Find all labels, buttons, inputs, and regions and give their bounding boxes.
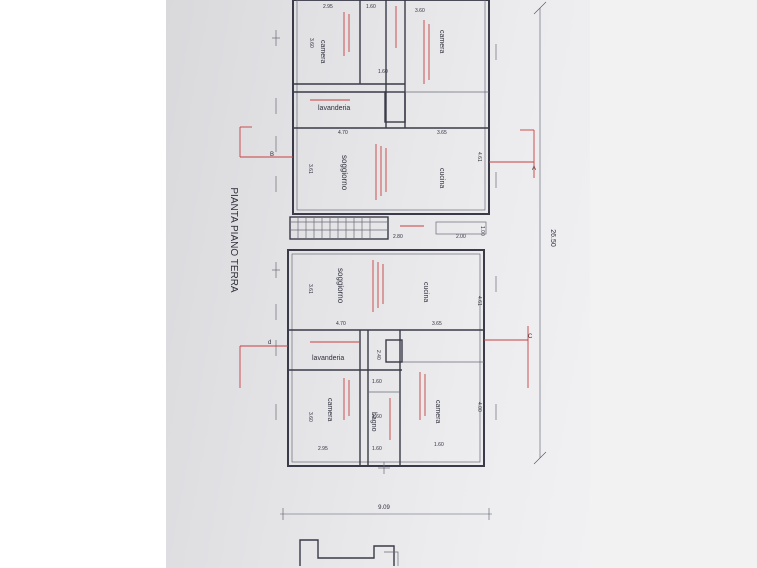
room-label-lavanderia: lavanderia bbox=[312, 355, 344, 362]
dim-label: 3.65 bbox=[432, 321, 442, 327]
window-marks-lower bbox=[272, 262, 497, 420]
room-label-camera-2: camera bbox=[438, 30, 445, 53]
room-label-cucina: cucina bbox=[422, 282, 429, 302]
section-letter: B bbox=[270, 152, 274, 158]
room-label-cucina: cucina bbox=[438, 168, 445, 188]
overall-length-label: 26.50 bbox=[549, 229, 556, 247]
dim-label: 4.00 bbox=[476, 402, 482, 412]
dim-label: 3.60 bbox=[308, 38, 314, 48]
staircase bbox=[289, 216, 487, 240]
dim-label: 4.70 bbox=[338, 130, 348, 136]
red-annotations-upper bbox=[310, 6, 430, 227]
dim-label: 2.80 bbox=[393, 234, 403, 240]
dim-label: 4.61 bbox=[476, 152, 482, 162]
room-label-lavanderia: lavanderia bbox=[318, 105, 350, 112]
room-label-soggiorno: soggiorno bbox=[336, 268, 345, 304]
overall-length-dimension: 26.50 bbox=[533, 1, 556, 465]
room-label-soggiorno: soggiorno bbox=[340, 155, 349, 191]
dim-label: 3.60 bbox=[307, 412, 313, 422]
window-marks-upper bbox=[272, 30, 497, 192]
dim-label: 2.40 bbox=[375, 350, 381, 360]
dim-label: 2.95 bbox=[323, 4, 333, 10]
dim-label: 1.60 bbox=[378, 69, 388, 75]
dim-label: 3.61 bbox=[307, 164, 313, 174]
room-label-camera-1: camera bbox=[326, 398, 333, 421]
dim-label: 2.95 bbox=[318, 446, 328, 452]
section-letter: C bbox=[528, 334, 533, 340]
background-right bbox=[590, 0, 757, 568]
dim-label: 1.60 bbox=[372, 379, 382, 385]
dim-label: 2.00 bbox=[456, 234, 466, 240]
upper-unit: camera camera lavanderia soggiorno cucin… bbox=[239, 0, 536, 240]
background-left bbox=[0, 0, 166, 568]
red-annotations-lower bbox=[310, 260, 426, 440]
dim-label: 3.60 bbox=[415, 8, 425, 14]
overall-width-dimension: 9.09 bbox=[280, 505, 492, 520]
dim-label: 1.60 bbox=[366, 4, 376, 10]
dim-label: 3.65 bbox=[437, 130, 447, 136]
lower-unit: soggiorno cucina lavanderia camera bagno… bbox=[239, 249, 533, 474]
room-label-camera-2: camera bbox=[434, 400, 441, 423]
room-label-bagno: bagno bbox=[370, 412, 377, 432]
dim-label: 1.60 bbox=[434, 442, 444, 448]
dim-label: 4.61 bbox=[476, 296, 482, 306]
dim-label: 1.60 bbox=[372, 414, 382, 420]
dim-label: 1.60 bbox=[372, 446, 382, 452]
room-label-camera-1: camera bbox=[319, 40, 326, 63]
overall-width-label: 9.09 bbox=[378, 505, 390, 511]
dim-label: 4.70 bbox=[336, 321, 346, 327]
dim-label: 1.00 bbox=[479, 226, 485, 236]
dim-label: 3.61 bbox=[307, 284, 313, 294]
plan-title: PIANTA PIANO TERRA bbox=[228, 187, 239, 293]
section-letter: d bbox=[268, 340, 271, 346]
partial-detail-bottom bbox=[299, 539, 399, 566]
